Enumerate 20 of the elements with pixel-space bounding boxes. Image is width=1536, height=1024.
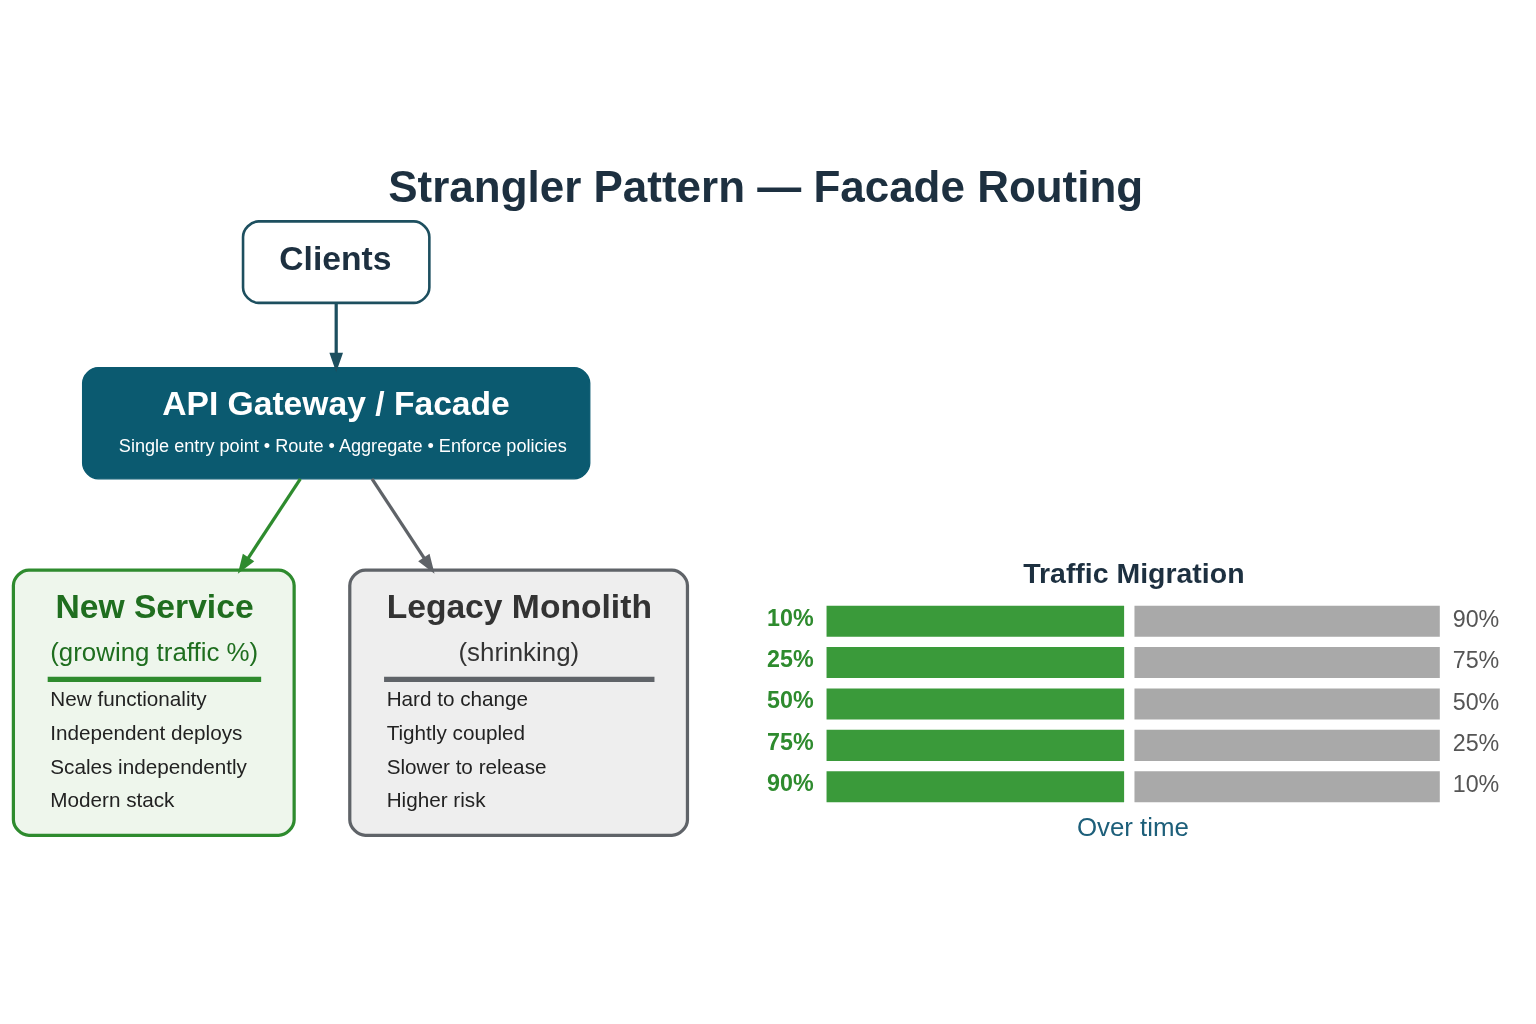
- label: 25%: [767, 645, 814, 672]
- label: 50%: [1452, 688, 1500, 715]
- label: Over time: [1076, 812, 1189, 841]
- node-box: New Service (growing traffic %) New functionality Independent deploys Scales independently Modern stack: [11, 567, 296, 837]
- node-box: Clients: [241, 219, 431, 304]
- arrow: [329, 302, 343, 372]
- label: 75%: [767, 728, 814, 755]
- node-box: API Gateway / Facade Single entry point • Route • Aggregate • Enforce policies: [81, 366, 591, 479]
- label: 10%: [1452, 770, 1500, 797]
- label: 50%: [767, 686, 814, 713]
- label: 75%: [1452, 646, 1500, 673]
- diagram-title: Strangler Pattern — Facade Routing: [388, 161, 1144, 211]
- arrow: [370, 477, 435, 574]
- node-box: Legacy Monolith (shrinking) Hard to change Tightly coupled Slower to release Higher risk: [348, 567, 690, 837]
- label: 90%: [1452, 605, 1500, 632]
- arrow: [237, 477, 302, 574]
- label: 10%: [767, 604, 814, 631]
- label: 25%: [1452, 729, 1500, 756]
- label: 90%: [767, 769, 814, 796]
- label: Traffic Migration: [1023, 556, 1245, 589]
